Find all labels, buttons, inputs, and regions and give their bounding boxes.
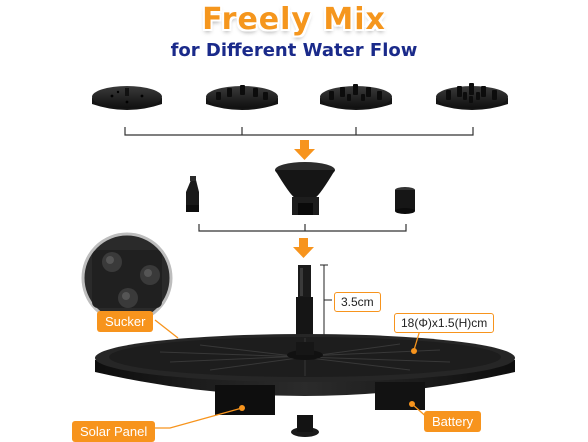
nozzle-2 <box>206 85 278 110</box>
title: Freely Mix <box>202 2 386 37</box>
nozzle-4 <box>436 83 508 110</box>
small-nozzle <box>186 176 199 212</box>
component-bracket <box>198 224 407 232</box>
leader-lines <box>148 319 431 429</box>
nozzle-bracket <box>124 127 474 136</box>
arrow-down-icon <box>294 140 315 160</box>
solar-panel-marker <box>239 405 245 411</box>
sucker-inset <box>81 232 173 324</box>
battery-marker <box>409 401 415 407</box>
sucker-label: Sucker <box>97 311 154 332</box>
height-label: 3.5cm <box>334 292 381 312</box>
fountain-base <box>95 334 515 437</box>
extension-pipe <box>296 265 313 337</box>
size-label: 18(Φ)x1.5(H)cm <box>394 313 495 333</box>
height-dimension <box>320 264 332 338</box>
solar-panel-label: Solar Panel <box>72 421 156 442</box>
nozzle-1 <box>92 86 162 110</box>
battery-label: Battery <box>424 411 482 432</box>
plug <box>395 187 415 214</box>
size-marker <box>411 348 417 354</box>
cone-adapter <box>275 162 335 215</box>
nozzle-3 <box>320 84 392 110</box>
arrow-down-icon-2 <box>293 238 314 258</box>
subtitle: for Different Water Flow <box>170 40 418 61</box>
